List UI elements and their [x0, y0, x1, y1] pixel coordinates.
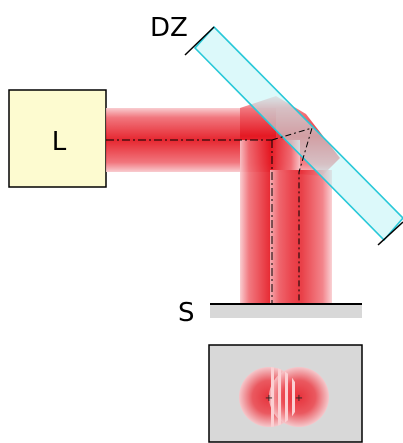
- plate-edge-mark-lower: [377, 221, 403, 246]
- plate-label: DZ: [150, 13, 188, 43]
- screen-label: S: [178, 298, 195, 328]
- svg-text:+: +: [295, 393, 303, 404]
- axis-reflected: [271, 127, 313, 305]
- svg-text:+: +: [265, 393, 273, 404]
- laser-label: L: [52, 127, 67, 157]
- screen: [210, 304, 362, 318]
- interference-spots-icon: + +: [239, 367, 329, 427]
- laser-box: [8, 89, 107, 188]
- plate-edge-mark: [184, 26, 215, 56]
- vertical-beam-back: [270, 170, 332, 305]
